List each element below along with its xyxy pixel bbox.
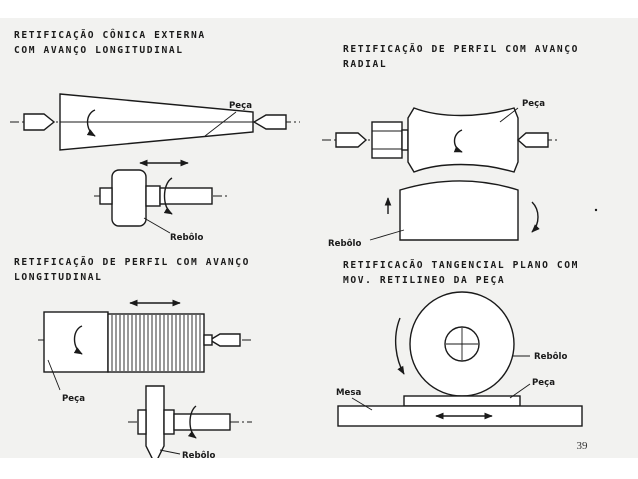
workpiece-rotation-arrow — [86, 109, 96, 137]
wheel-spindle — [159, 187, 213, 205]
table-leader-line — [351, 397, 373, 411]
speck — [594, 208, 598, 212]
wheel-flange-left — [99, 187, 113, 205]
wheel-rotation-arrow — [187, 405, 197, 439]
workpiece-rotation-arrow — [453, 129, 463, 153]
workpiece-rotation-arrow — [73, 325, 83, 355]
panel-3-title-line-2: LONGITUDINAL — [14, 272, 103, 283]
piece-leader-line — [204, 111, 237, 137]
right-center — [516, 132, 549, 148]
left-center — [335, 132, 368, 148]
wheel-flange-left — [137, 409, 147, 435]
piece-label: Peça — [62, 394, 85, 404]
panel-4-title-line-1: RETIFICACÃO TANGENCIAL PLANO COM — [343, 258, 579, 271]
wheel-flange-right — [163, 409, 175, 435]
right-center — [252, 114, 287, 130]
piece-leader-line — [47, 359, 61, 391]
driver-neck — [401, 129, 409, 151]
panel-1-title-line-1: RETIFICAÇÃO CÔNICA EXTERNA — [14, 28, 206, 41]
thread-lines — [111, 315, 201, 371]
wheel-rotation-arrow — [531, 201, 540, 233]
left-center — [23, 113, 56, 131]
profiled-grinding-wheel — [399, 180, 519, 241]
piece-leader-line — [499, 107, 519, 123]
panel-conical-external: RETIFICAÇÃO CÔNICA EXTERNA COM AVANÇO LO… — [10, 28, 300, 243]
wheel-leader-line — [369, 229, 405, 241]
wheel-rotation-arrow — [163, 177, 173, 215]
wheel-label: Rebôlo — [182, 450, 215, 458]
panel-2-title-line-2: RADIAL — [343, 59, 387, 70]
profiled-workpiece — [407, 107, 519, 173]
wheel-leader-line — [159, 449, 181, 455]
panel-tangential-surface: RETIFICACÃO TANGENCIAL PLANO COM MOV. RE… — [336, 258, 583, 427]
piece-label: Peça — [522, 99, 545, 109]
workpiece-block — [403, 395, 521, 407]
panel-2-title-line-1: RETIFICAÇÃO DE PERFIL COM AVANÇO — [343, 42, 579, 55]
piece-label: Peça — [229, 101, 252, 111]
panel-4-title-line-2: MOV. RETILINEO DA PEÇA — [343, 275, 505, 286]
scanned-sheet: RETIFICAÇÃO CÔNICA EXTERNA COM AVANÇO LO… — [0, 18, 638, 458]
grinding-wheel — [111, 169, 147, 227]
grinding-methods-figure: RETIFICAÇÃO CÔNICA EXTERNA COM AVANÇO LO… — [10, 28, 598, 458]
right-center — [208, 333, 241, 347]
table-label: Mesa — [336, 388, 361, 398]
piece-label: Peça — [532, 378, 555, 388]
piece-leader-line — [509, 383, 531, 399]
page-number: 39 — [576, 440, 588, 452]
center-neck — [203, 334, 213, 346]
panel-1-title-line-2: COM AVANÇO LONGITUDINAL — [14, 45, 184, 56]
wheel-flange-right — [145, 185, 161, 207]
workpiece-shaft — [43, 311, 109, 373]
wheel-rotation-arrow — [394, 317, 405, 375]
wheel-label: Rebôlo — [170, 232, 203, 243]
panel-profile-longitudinal: RETIFICAÇÃO DE PERFIL COM AVANÇO LONGITU… — [14, 255, 252, 458]
wheel-label: Rebôlo — [534, 351, 567, 362]
panel-3-title-line-1: RETIFICAÇÃO DE PERFIL COM AVANÇO — [14, 255, 250, 268]
profile-grinding-wheel — [145, 385, 165, 458]
wheel-spindle — [173, 413, 231, 431]
driver-body — [371, 121, 403, 159]
wheel-leader-line — [143, 217, 171, 234]
panel-profile-radial: RETIFICAÇÃO DE PERFIL COM AVANÇO RADIAL … — [322, 42, 598, 249]
wheel-label: Rebôlo — [328, 238, 361, 249]
